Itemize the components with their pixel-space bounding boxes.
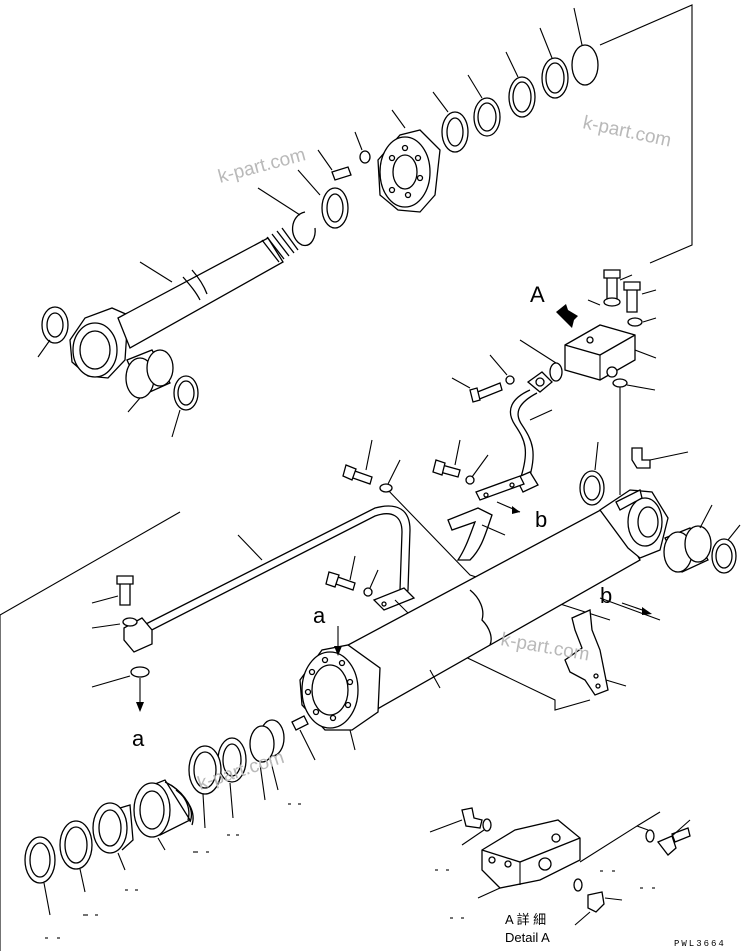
snap-ring <box>257 187 316 247</box>
bottom-seal <box>711 524 741 574</box>
piston-head <box>377 109 441 213</box>
view-label-a-bottom: a <box>132 726 145 751</box>
pipe-bolt <box>451 354 515 403</box>
item-number-ticks <box>45 803 655 939</box>
gland-packing-stack <box>133 779 194 851</box>
bolt-lower-left-pipe <box>325 555 379 597</box>
pipe-clamp-lower <box>372 587 416 614</box>
detail-a-elbow-lower <box>573 878 623 926</box>
wear-ring <box>505 51 536 118</box>
piston-rod-assembly <box>69 227 299 379</box>
piston-ring-1 <box>432 91 469 153</box>
rod-eye-seal-right <box>171 375 199 438</box>
view-label-a-top: a <box>313 603 326 628</box>
drawing-number: PWL3664 <box>674 939 726 949</box>
watermark-1: k-part.com <box>216 144 308 188</box>
elbow-fitting <box>631 447 689 469</box>
view-arrow-A <box>556 304 578 328</box>
pipe-flange-o-ring <box>91 666 150 712</box>
view-label-b-mid: b <box>535 507 547 532</box>
cushion-ring <box>571 7 599 86</box>
tube-seal-upper <box>579 441 605 506</box>
rod-eye-bushing <box>125 349 174 413</box>
rod-eye-seal-left <box>37 306 69 358</box>
detail-a-fitting-right <box>579 811 691 863</box>
seal-ring <box>539 27 569 99</box>
detail-title-en: Detail A <box>505 930 550 945</box>
cylinder-head-flange <box>299 644 381 751</box>
pipe-flange-bolt-left <box>91 575 138 629</box>
cylinder-tube <box>334 489 669 713</box>
retaining-ring-pair <box>249 719 285 801</box>
pipe-clamp-bracket <box>475 475 525 501</box>
dust-seal <box>291 715 316 761</box>
backup-ring <box>92 802 134 871</box>
rod-packing <box>188 745 222 829</box>
wiper-ring <box>24 836 56 916</box>
detail-a-elbow <box>429 807 483 833</box>
upper-pipe-assembly <box>509 339 563 493</box>
detail-a-o-ring <box>461 818 492 846</box>
piston-ring-2 <box>467 74 501 137</box>
assembly-frame-lines <box>0 4 693 951</box>
set-screw <box>317 131 371 181</box>
detail-title-jp: A 詳 細 <box>505 912 546 927</box>
detail-a-valve-block <box>477 819 581 899</box>
arrow-a-top <box>334 626 342 656</box>
rod-collar <box>297 169 349 229</box>
view-label-b-right: b <box>600 583 612 608</box>
arrow-b-right <box>621 602 652 615</box>
valve-o-ring <box>612 378 656 495</box>
bushing-seal <box>59 820 93 893</box>
bolt-upper-1 <box>603 269 633 303</box>
bolt-upper-2 <box>623 281 657 313</box>
watermark-2: k-part.com <box>581 112 673 151</box>
safety-valve-block <box>564 324 657 381</box>
arrow-b-mid <box>496 501 521 514</box>
long-pipe <box>123 505 411 653</box>
bolt-upper-left-pipe <box>342 439 401 493</box>
view-label-A: A <box>530 282 545 307</box>
bracket-right <box>564 609 627 696</box>
bottom-bushing <box>663 504 713 573</box>
washers-valve <box>587 297 657 327</box>
buffer-ring <box>217 737 247 819</box>
u-clamp <box>447 507 506 561</box>
clamp-bolt-middle <box>432 439 489 485</box>
